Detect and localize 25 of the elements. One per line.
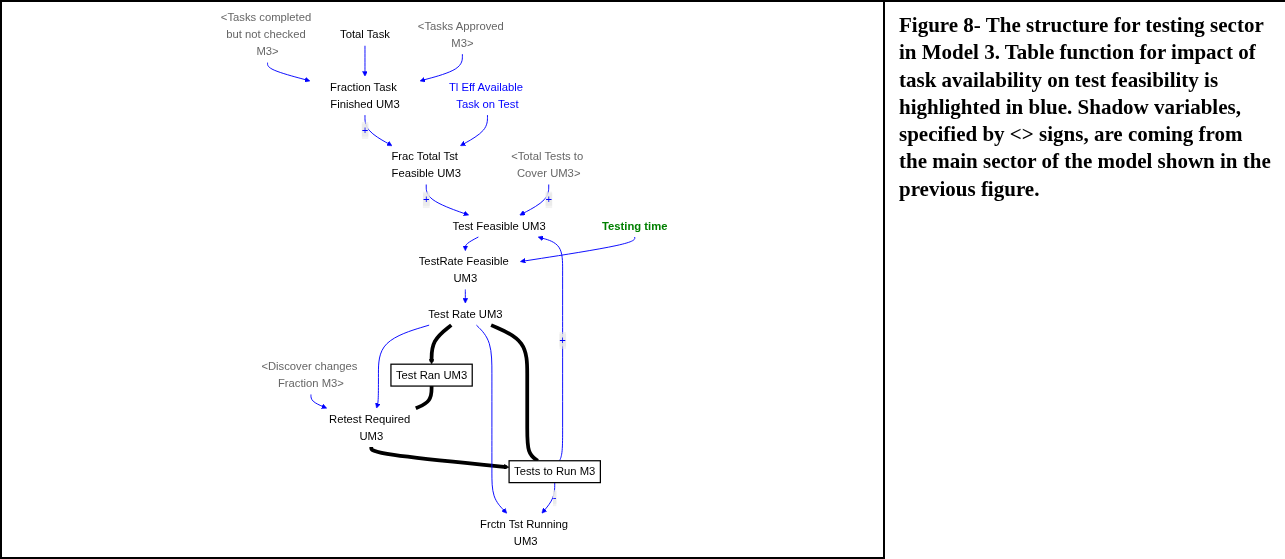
edge-label: - [552, 491, 557, 504]
edge-label: + [361, 123, 369, 137]
node-text: Frctn Tst Running UM3 [480, 517, 569, 547]
node-text: Retest Required UM3 [329, 412, 411, 442]
figure-caption: Figure 8- The structure for testing sector in Model 3. Table function for impact of task availability on test feasibility is highlighted in blue. Shadow variables, specified by <> signs, are coming from the main sector of the model shown in the previous figure. [885, 0, 1285, 559]
node-box: Test Ran UM3 [390, 363, 473, 387]
node-text: Tl Eff Available Task on Test [448, 80, 523, 111]
arrow [428, 323, 453, 365]
connector [415, 386, 434, 410]
node-text: Testing time [602, 219, 668, 232]
arrow [369, 446, 510, 470]
node-text: Frac Total Tst Feasible UM3 [391, 150, 461, 180]
node-text: <Total Tests to Cover UM3> [511, 150, 584, 180]
node-text: Total Task [340, 28, 390, 41]
edge-label: + [559, 333, 566, 347]
node-text: TestRate Feasible UM3 [418, 255, 509, 285]
node-text: Fraction Task Finished UM3 [330, 80, 400, 111]
node-text: <Discover changes Fraction M3> [261, 360, 358, 390]
node-text: Test Rate UM3 [428, 307, 503, 321]
node-box: Tests to Run M3 [508, 460, 601, 484]
edge-label: + [545, 193, 553, 206]
node-text: Test Feasible UM3 [452, 219, 546, 232]
node-text: <Tasks Approved M3> [417, 19, 504, 50]
node-text: <Tasks completed but not checked M3> [220, 11, 312, 58]
edge-label: + [422, 193, 430, 206]
